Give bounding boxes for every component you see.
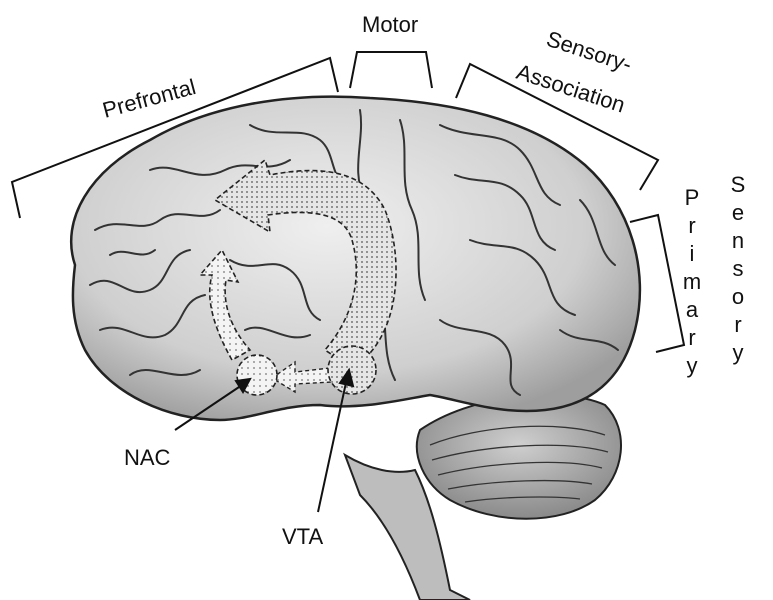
vta-node [328,346,376,394]
vertical-letter: s [733,256,744,281]
vertical-letter: r [688,213,695,238]
vertical-letter: o [732,284,744,309]
vertical-letter: n [732,228,744,253]
vertical-letter: y [733,340,744,365]
motor-bracket [350,52,432,88]
label-nac: NAC [124,445,171,470]
label-motor: Motor [362,12,418,37]
label-sensory-association-1: Sensory- [543,26,634,77]
vertical-letter: i [690,241,695,266]
vertical-letter: a [686,297,699,322]
vertical-letter: r [688,325,695,350]
vertical-letter: e [732,200,744,225]
label-vta: VTA [282,524,323,549]
vertical-letter: r [734,312,741,337]
vertical-letter: m [683,269,701,294]
vertical-letter: y [687,353,698,378]
label-sensory: Sensory [731,172,746,365]
vertical-letter: P [685,185,700,210]
vertical-letter: S [731,172,746,197]
cerebellum [417,395,621,519]
